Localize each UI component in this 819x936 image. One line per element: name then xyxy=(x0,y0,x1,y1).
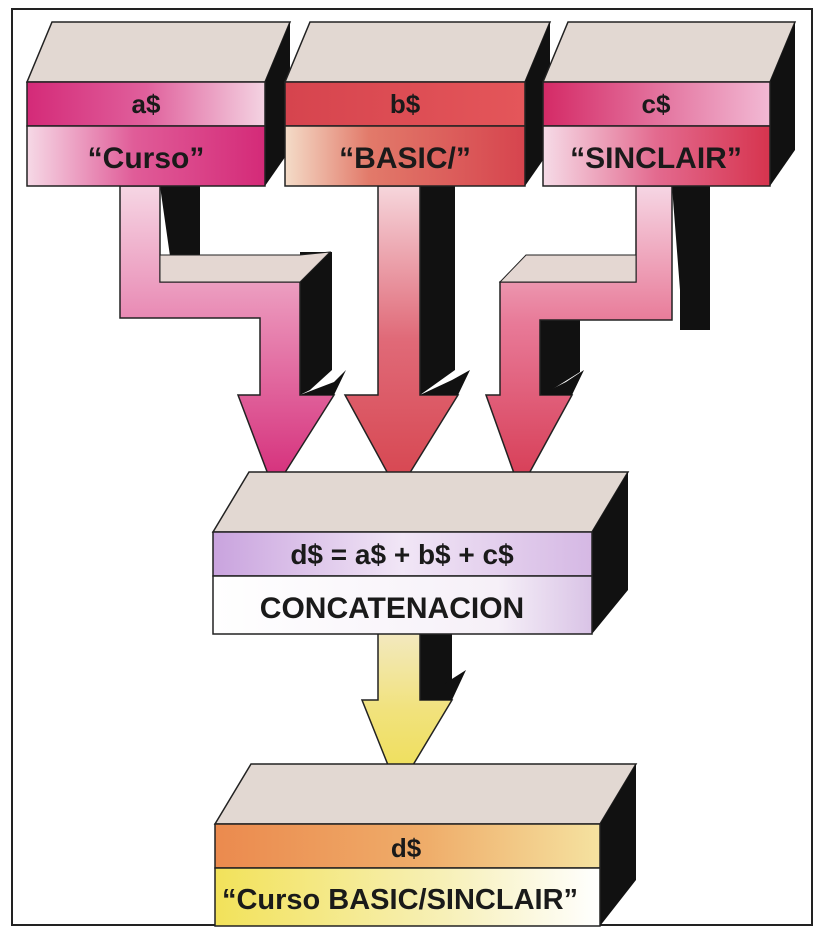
box-c-value: “SINCLAIR” xyxy=(570,142,742,175)
box-c-top xyxy=(543,22,795,82)
result-name: d$ xyxy=(391,833,422,863)
box-a-top xyxy=(27,22,290,82)
box-b-name: b$ xyxy=(390,89,421,119)
concat-box: d$ = a$ + b$ + c$ CONCATENACION xyxy=(213,472,628,634)
box-b-top xyxy=(285,22,550,82)
concat-box-top xyxy=(213,472,628,532)
result-box: d$ “Curso BASIC/SINCLAIR” xyxy=(215,764,636,926)
box-b-value: “BASIC/” xyxy=(339,142,471,175)
result-value: “Curso BASIC/SINCLAIR” xyxy=(222,884,578,916)
box-b: b$ “BASIC/” xyxy=(285,22,550,186)
operation-name: CONCATENACION xyxy=(260,592,524,625)
result-box-top xyxy=(215,764,636,824)
box-a-value: “Curso” xyxy=(88,142,205,175)
formula-text: d$ = a$ + b$ + c$ xyxy=(290,539,514,570)
box-a: a$ “Curso” xyxy=(27,22,290,186)
box-c-name: c$ xyxy=(642,89,671,119)
box-c: c$ “SINCLAIR” xyxy=(543,22,795,186)
box-a-name: a$ xyxy=(132,89,161,119)
